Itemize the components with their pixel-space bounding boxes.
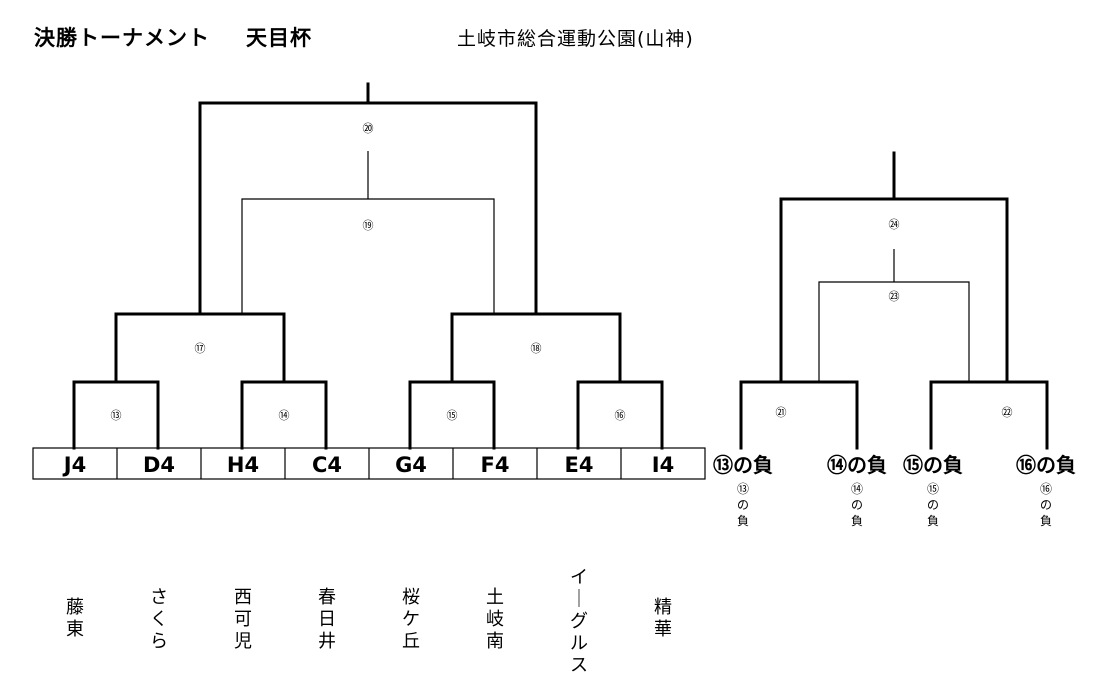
match-number-19: ⑲: [363, 219, 374, 232]
bracket-line-m21: [739, 380, 859, 450]
match-number-14: ⑭: [279, 409, 290, 422]
loser-label-14: ⑭の負: [827, 453, 887, 477]
team-name-eagles: イ｜グルス: [570, 567, 588, 676]
page-title: 決勝トーナメント: [34, 26, 210, 50]
team-name-sakura: さくら: [150, 587, 168, 652]
team-name-sakuragaoka: 桜ケ丘: [402, 587, 420, 652]
match-number-21: ㉑: [776, 406, 787, 419]
match-number-18: ⑱: [531, 342, 542, 355]
team-code-e4: E4: [565, 453, 594, 477]
team-code-j4: J4: [62, 453, 86, 477]
match-number-23: ㉓: [889, 290, 900, 303]
match-number-13: ⑬: [111, 409, 122, 422]
match-number-20: ⑳: [363, 122, 374, 135]
team-code-h4: H4: [227, 453, 259, 477]
team-name-kasugai: 春日井: [318, 587, 336, 652]
match-number-24: ㉔: [889, 218, 900, 231]
match-number-16: ⑯: [615, 409, 626, 422]
loser-label-13: ⑬の負: [713, 453, 773, 477]
team-code-g4: G4: [395, 453, 427, 477]
bracket-line-m22: [929, 380, 1049, 450]
team-code-d4: D4: [143, 453, 175, 477]
team-code-c4: C4: [312, 453, 342, 477]
team-name-tokiminami: 土岐南: [486, 587, 504, 652]
venue-label: 土岐市総合運動公園(山神): [457, 28, 694, 50]
match-number-17: ⑰: [195, 342, 206, 355]
team-name-nishikani: 西可児: [234, 587, 252, 652]
team-code-f4: F4: [481, 453, 510, 477]
match-number-15: ⑮: [447, 409, 458, 422]
loser-label-16: ⑯の負: [1016, 453, 1076, 477]
team-code-i4: I4: [652, 453, 674, 477]
cup-name: 天目杯: [246, 26, 312, 50]
match-number-22: ㉒: [1002, 406, 1013, 419]
loser-label-15: ⑮の負: [903, 453, 963, 477]
team-name-touto: 藤東: [66, 597, 84, 640]
team-name-seika: 精華: [654, 597, 672, 640]
bracket-line-m19: [241, 198, 495, 314]
